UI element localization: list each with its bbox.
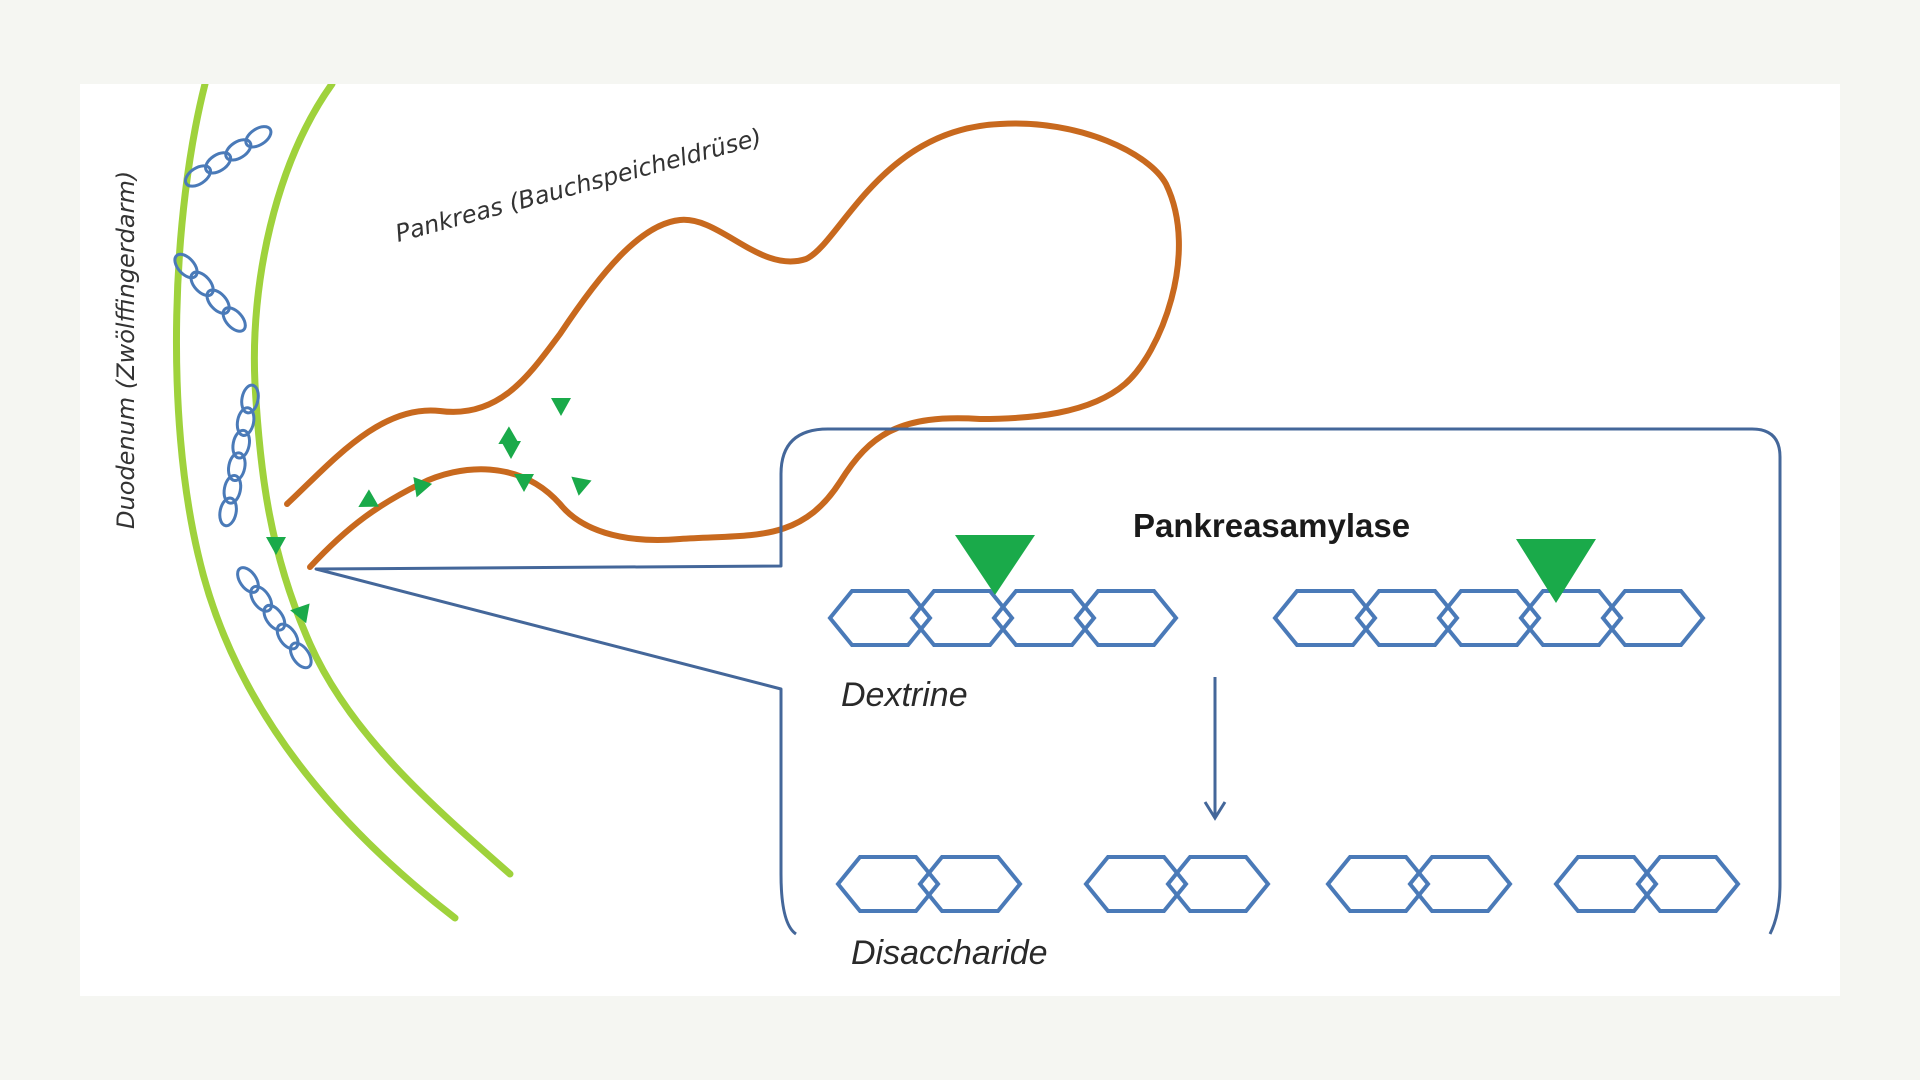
callout-bubble [314, 427, 1782, 936]
sugar-ring [1600, 589, 1706, 647]
chain-link [189, 270, 215, 298]
chain-link [227, 451, 247, 483]
chain-link [288, 641, 313, 670]
sugar-ring [827, 589, 933, 647]
pancreas-outline [284, 120, 1182, 570]
diagram-panel: Duodenum (Zwölffingerdarm) Pankreas (Bau… [80, 84, 1840, 996]
chain-link [231, 428, 251, 460]
dextrine-label: Dextrine [841, 676, 968, 714]
enzyme-title: Pankreasamylase [1133, 507, 1410, 544]
chain-link [244, 125, 273, 149]
disaccharide-label: Disaccharide [851, 934, 1048, 972]
starch-chains [173, 125, 313, 670]
enzyme-marker-large [955, 535, 1035, 595]
sugar-ring [1518, 589, 1624, 647]
sugar-ring [1165, 855, 1271, 913]
enzyme-marker-small [290, 603, 310, 624]
chain-link [236, 566, 260, 594]
enzyme-marker-small [571, 476, 592, 496]
chain-link [275, 622, 300, 651]
chain-link [204, 151, 233, 175]
chain-link [240, 383, 260, 415]
arrow-down-icon [1203, 677, 1227, 821]
sugar-ring [917, 855, 1023, 913]
sugar-ring [1272, 589, 1378, 647]
sugar-ring [1073, 589, 1179, 647]
dextrine-chains [827, 589, 1706, 647]
chain-link [249, 584, 274, 613]
enzyme-marker-small [498, 426, 519, 444]
digestion-diagram: Duodenum (Zwölffingerdarm) Pankreas (Bau… [112, 84, 1782, 972]
chain-link [173, 252, 199, 280]
sugar-ring [1325, 855, 1431, 913]
duodenum-inner-wall [250, 84, 514, 878]
enzyme-marker-small [514, 474, 534, 492]
chain-link [221, 306, 247, 333]
enzyme-marker-small [266, 537, 286, 555]
chain-link [235, 406, 256, 437]
chain-link [262, 603, 287, 632]
sugar-ring [1407, 855, 1513, 913]
sugar-ring [1083, 855, 1189, 913]
chain-link [183, 164, 213, 188]
enzyme-marker-large [1516, 539, 1596, 603]
disaccharide-pairs [835, 855, 1741, 913]
enzyme-marker-small [413, 477, 433, 498]
chain-link [205, 288, 231, 315]
enzyme-markers [266, 398, 592, 624]
chain-link [224, 138, 253, 162]
sugar-ring [1553, 855, 1659, 913]
sugar-ring [1354, 589, 1460, 647]
chain-link [222, 473, 243, 505]
sugar-ring [1436, 589, 1542, 647]
duodenum-label: Duodenum (Zwölffingerdarm) [112, 171, 140, 529]
enzyme-marker-small [358, 489, 379, 507]
enzyme-marker-small [551, 398, 571, 416]
sugar-ring [1635, 855, 1741, 913]
duodenum-outer-wall [172, 84, 459, 922]
sugar-ring [835, 855, 941, 913]
chain-link [218, 496, 238, 528]
enzyme-marker-small [501, 441, 521, 459]
sugar-ring [991, 589, 1097, 647]
sugar-ring [909, 589, 1015, 647]
